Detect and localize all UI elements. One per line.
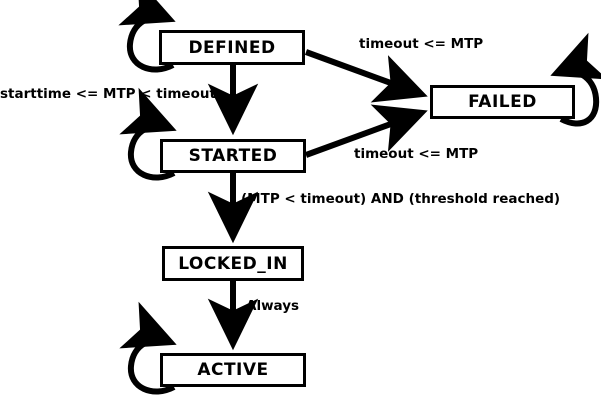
edge-label-starttime: starttime <= MTP < timeout [0, 86, 216, 102]
edge-active-self-loop [119, 301, 177, 395]
edge-label-timeout-defined-failed: timeout <= MTP [359, 36, 484, 52]
edge-defined-to-failed [304, 49, 428, 103]
state-box-locked-in[interactable]: LOCKED_IN [162, 246, 304, 281]
state-label-failed: FAILED [468, 92, 537, 112]
state-label-started: STARTED [188, 146, 278, 166]
edge-started-to-failed [304, 104, 428, 158]
state-label-active: ACTIVE [197, 360, 269, 380]
state-box-active[interactable]: ACTIVE [160, 353, 306, 387]
state-label-defined: DEFINED [188, 37, 276, 58]
edge-started-self-loop [119, 87, 177, 181]
state-box-defined[interactable]: DEFINED [159, 30, 305, 65]
edge-defined-self-loop [118, 0, 176, 73]
state-label-locked-in: LOCKED_IN [178, 253, 288, 274]
edge-label-always: Always [246, 298, 300, 314]
edge-label-timeout-started-failed: timeout <= MTP [354, 146, 479, 162]
edge-label-threshold-reached: (MTP < timeout) AND (threshold reached) [241, 191, 561, 207]
edge-failed-self-loop [550, 32, 601, 127]
state-box-failed[interactable]: FAILED [430, 85, 575, 119]
state-box-started[interactable]: STARTED [160, 139, 306, 173]
